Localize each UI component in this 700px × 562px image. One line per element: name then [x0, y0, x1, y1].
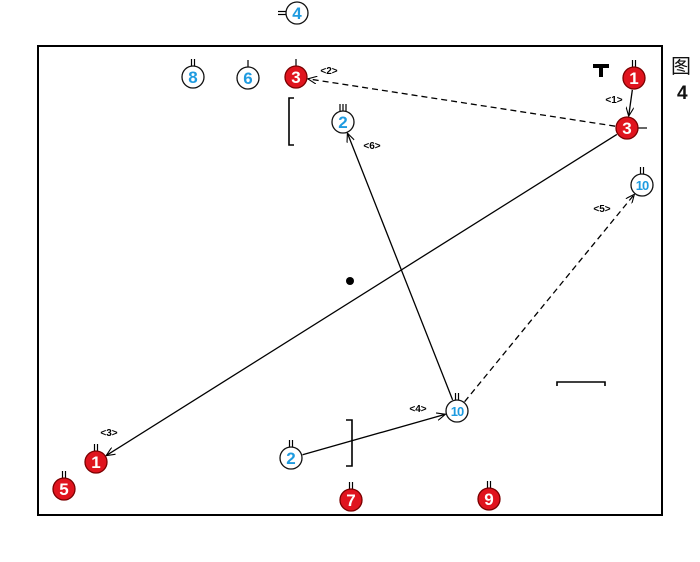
player-red-9: 9: [477, 481, 501, 511]
player-circle: [285, 1, 309, 25]
figure-label-char: 图: [671, 54, 691, 78]
player-blue-6: 6: [236, 60, 260, 90]
player-circle: [236, 66, 260, 90]
player-red-3-top: 3: [284, 59, 308, 89]
movement-line-4: [302, 414, 446, 456]
player-number: 3: [291, 68, 300, 87]
step-label-3: <3>: [100, 428, 117, 439]
player-red-1-top: 1: [622, 60, 646, 90]
player-circle: [84, 450, 108, 474]
player-number: 1: [629, 69, 638, 88]
movement-line-6: [347, 133, 454, 401]
movement-line-1: [629, 89, 633, 116]
screen-bracket-bottom: [346, 419, 353, 467]
player-number: 9: [484, 490, 493, 509]
player-number: 5: [59, 480, 68, 499]
ball-marker: [346, 277, 354, 285]
player-red-3-right: 3: [615, 116, 647, 140]
player-circle: [630, 173, 654, 197]
player-number: 8: [188, 68, 197, 87]
player-blue-8: 8: [181, 59, 205, 89]
step-label-4: <4>: [409, 404, 426, 415]
player-number: 3: [622, 119, 631, 138]
screen-bracket-top: [288, 97, 294, 146]
figure-label: 图 4: [671, 56, 691, 103]
player-circle: [339, 488, 363, 512]
step-label-1: <1>: [605, 95, 622, 106]
player-circle: [477, 487, 501, 511]
player-circle: [331, 110, 355, 134]
step-label-2: <2>: [320, 66, 337, 77]
player-red-5: 5: [52, 471, 76, 501]
step-label-5: <5>: [593, 204, 610, 215]
player-blue-10-bottom: 10: [445, 393, 469, 423]
player-number: 2: [338, 113, 347, 132]
player-circle: [181, 65, 205, 89]
step-label-6: <6>: [363, 141, 380, 152]
player-red-7: 7: [339, 482, 363, 512]
movement-line-2: [308, 79, 616, 127]
player-circle: [52, 477, 76, 501]
movement-line-3: [106, 133, 618, 455]
player-circle: [622, 66, 646, 90]
players-layer: 4 8 6 3 1 3 2 10 10 1 5 2 7 9: [52, 1, 654, 512]
player-circle: [445, 399, 469, 423]
player-circle: [615, 116, 639, 140]
player-number: 10: [636, 178, 649, 193]
player-blue-2-top: 2: [331, 104, 355, 134]
movement-line-5: [464, 194, 635, 403]
player-number: 10: [451, 404, 464, 419]
court-boundary: [37, 45, 663, 516]
player-blue-10-right: 10: [630, 167, 654, 197]
figure-number: 4: [677, 83, 688, 104]
t-marker-icon: [593, 64, 609, 77]
player-number: 7: [346, 491, 355, 510]
player-blue-2-bottom: 2: [279, 440, 303, 470]
player-red-1-bottom: 1: [84, 444, 108, 474]
screen-marker-bottom-right: [556, 381, 606, 386]
player-circle: [279, 446, 303, 470]
step-labels: <1> <2> <3> <4> <5> <6>: [100, 66, 622, 439]
player-number: 4: [292, 4, 302, 23]
movement-lines: [106, 79, 634, 456]
player-blue-4-top: 4: [278, 1, 309, 25]
player-number: 6: [243, 69, 252, 88]
player-circle: [284, 65, 308, 89]
player-number: 2: [286, 449, 295, 468]
player-number: 1: [91, 453, 100, 472]
